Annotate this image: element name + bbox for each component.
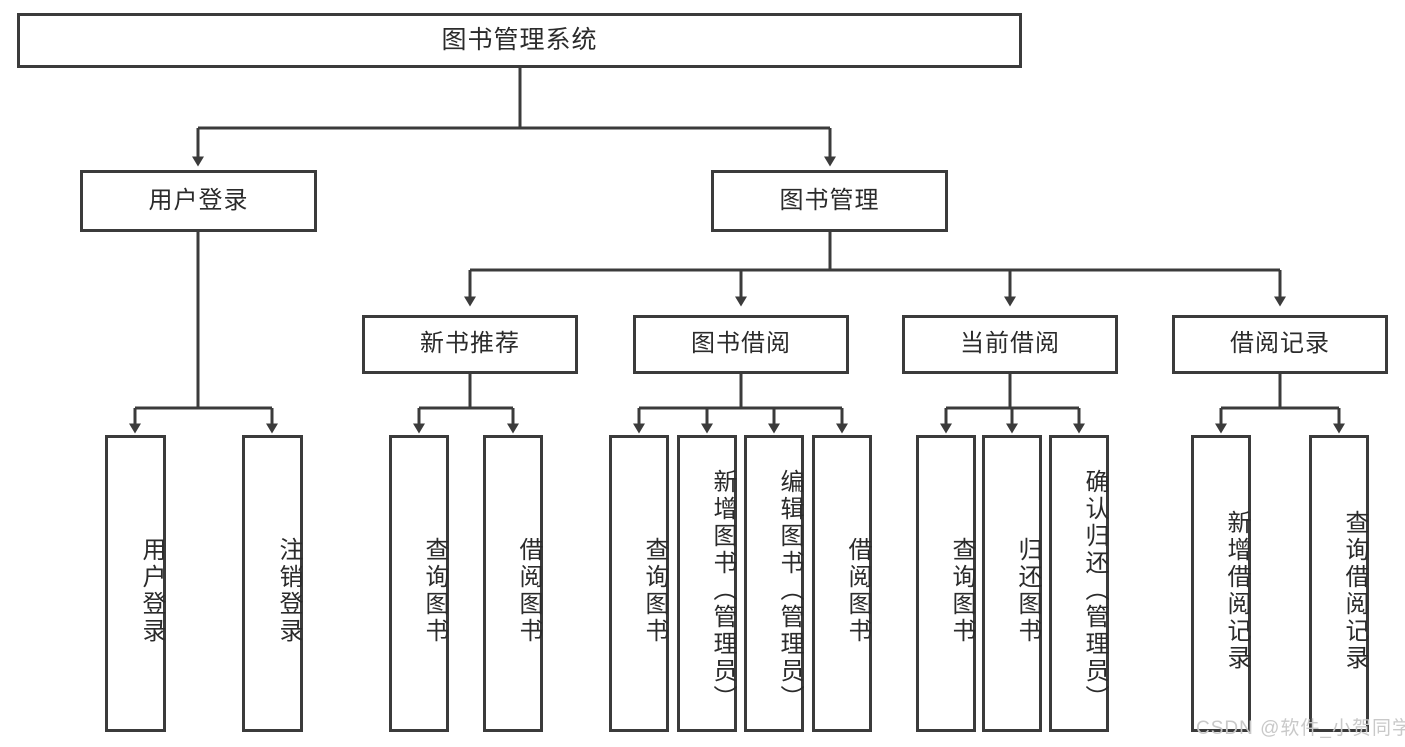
leaf-user-login-signin[interactable]: 用户登录 [105, 435, 166, 732]
leaf-user-login-signout[interactable]: 注销登录 [242, 435, 303, 732]
node-book-borrow[interactable]: 图书借阅 [633, 315, 849, 374]
node-user-login[interactable]: 用户登录 [80, 170, 317, 232]
node-label: 查询图书 [421, 536, 448, 645]
node-label: 编辑图书（管理员） [776, 469, 803, 712]
node-label: 新书推荐 [420, 330, 520, 358]
leaf-borrow-query-book[interactable]: 查询图书 [609, 435, 669, 732]
node-label: 新增图书（管理员） [709, 469, 736, 712]
leaf-current-query-book[interactable]: 查询图书 [916, 435, 976, 732]
node-label: 查询图书 [641, 536, 668, 645]
node-borrow-record[interactable]: 借阅记录 [1172, 315, 1388, 374]
node-label: 用户登录 [148, 186, 249, 214]
node-label: 新增借阅记录 [1223, 509, 1250, 672]
node-label: 当前借阅 [960, 330, 1060, 358]
node-label: 图书借阅 [691, 330, 791, 358]
leaf-new-book-borrow[interactable]: 借阅图书 [483, 435, 543, 732]
node-label: 借阅记录 [1230, 330, 1330, 358]
node-label: 借阅图书 [844, 536, 871, 645]
leaf-borrow-borrow-book[interactable]: 借阅图书 [812, 435, 872, 732]
leaf-current-return-book[interactable]: 归还图书 [982, 435, 1042, 732]
node-label: 图书管理 [779, 186, 880, 214]
node-label: 归还图书 [1014, 536, 1041, 645]
node-new-book-recommend[interactable]: 新书推荐 [362, 315, 578, 374]
node-label: 查询图书 [948, 536, 975, 645]
node-label: 借阅图书 [515, 536, 542, 645]
node-label: 注销登录 [275, 536, 302, 645]
node-label: 用户登录 [138, 536, 165, 645]
leaf-borrow-edit-book[interactable]: 编辑图书（管理员） [744, 435, 804, 732]
node-label: 图书管理系统 [441, 25, 598, 54]
leaf-record-query-record[interactable]: 查询借阅记录 [1309, 435, 1369, 732]
leaf-current-confirm-return[interactable]: 确认归还（管理员） [1049, 435, 1109, 732]
node-current-borrow[interactable]: 当前借阅 [902, 315, 1118, 374]
leaf-new-book-query[interactable]: 查询图书 [389, 435, 449, 732]
leaf-record-add-record[interactable]: 新增借阅记录 [1191, 435, 1251, 732]
leaf-borrow-add-book[interactable]: 新增图书（管理员） [677, 435, 737, 732]
node-label: 查询借阅记录 [1341, 509, 1368, 672]
node-book-management[interactable]: 图书管理 [711, 170, 948, 232]
node-label: 确认归还（管理员） [1081, 469, 1108, 712]
node-root-system[interactable]: 图书管理系统 [17, 13, 1022, 68]
